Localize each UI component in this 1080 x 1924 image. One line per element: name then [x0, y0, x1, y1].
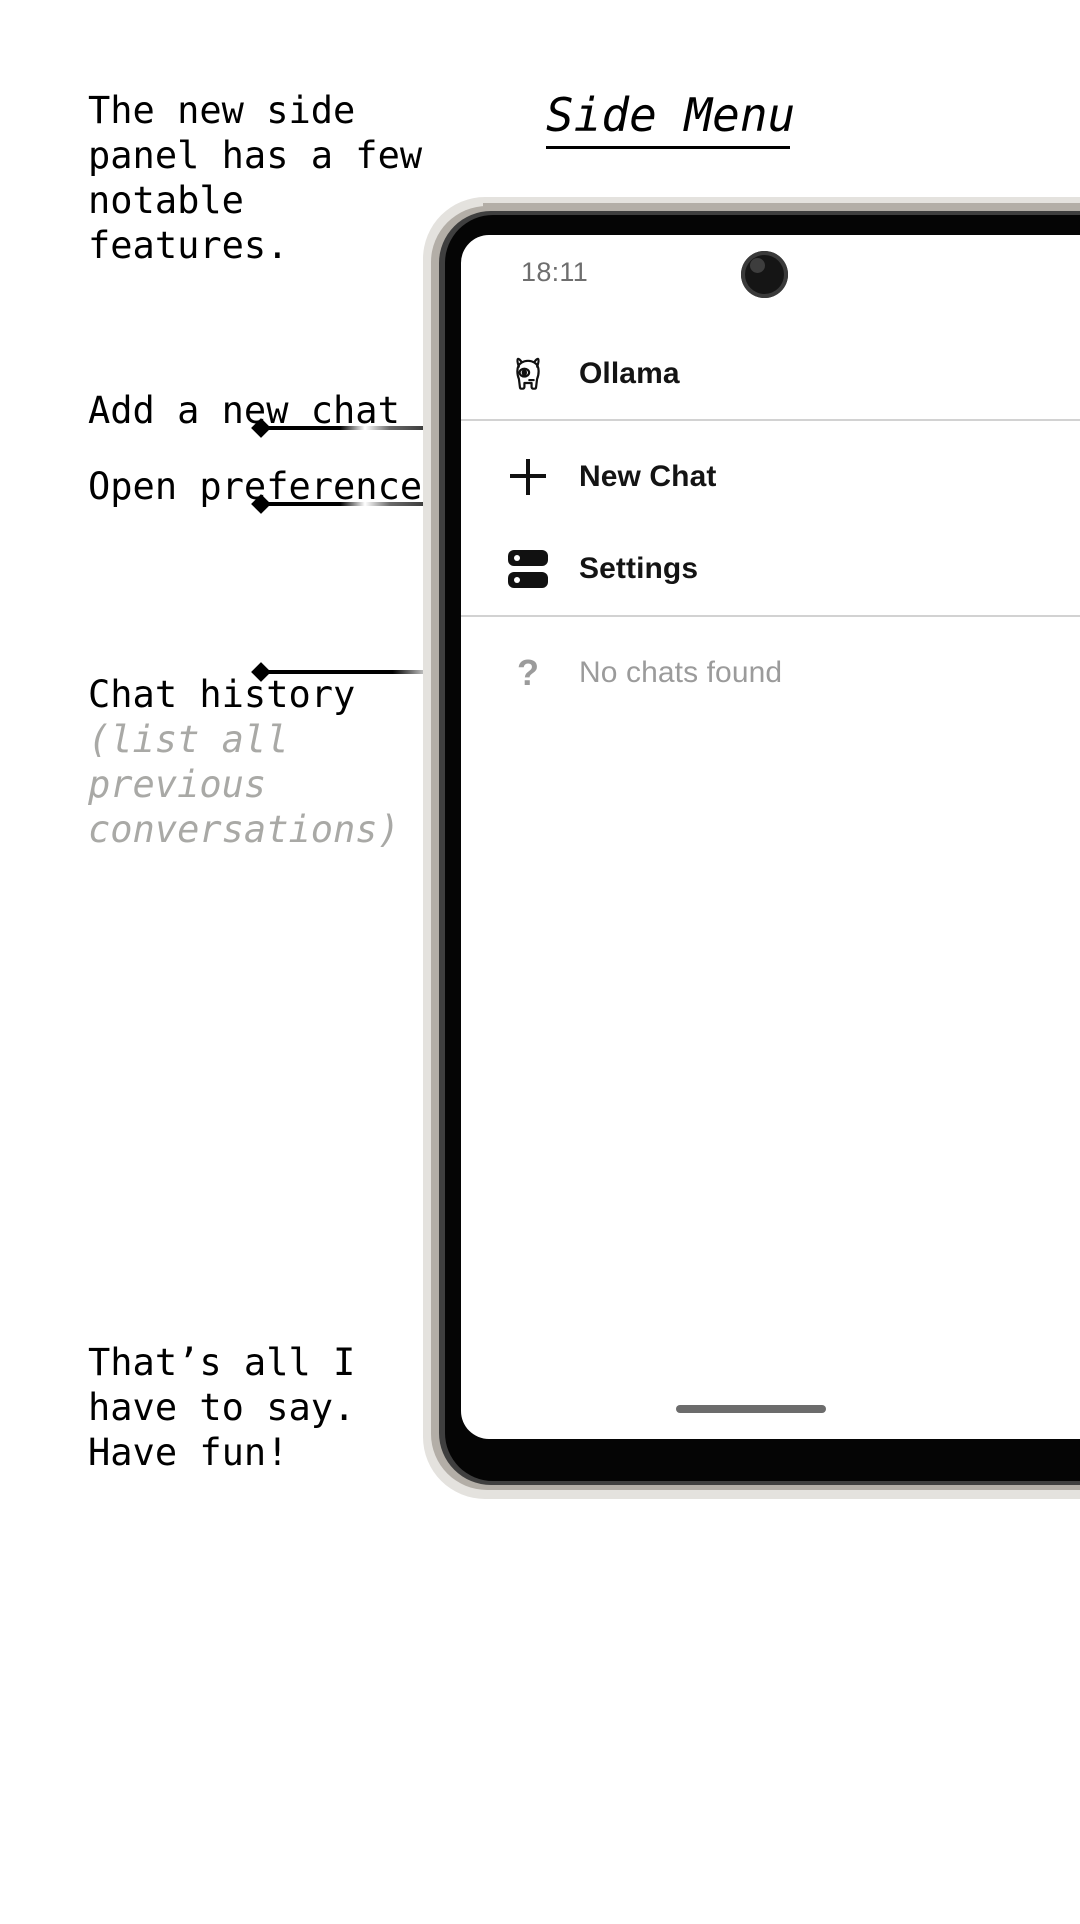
phone-mockup: 18:11 Ollama [423, 197, 1080, 1499]
home-indicator[interactable] [676, 1405, 826, 1413]
pointer-new-chat-line [262, 426, 468, 430]
side-menu-header-label: Ollama [579, 357, 680, 390]
chat-history-empty-label: No chats found [579, 656, 783, 689]
divider-header [461, 419, 1080, 421]
pointer-settings-line [262, 502, 468, 506]
annotation-new-chat: Add a new chat [88, 389, 400, 432]
annotation-preferences: Open preferences [88, 465, 445, 508]
plus-icon [505, 454, 551, 500]
question-mark-icon: ? [517, 652, 539, 693]
divider-menu [461, 615, 1080, 617]
menu-item-settings[interactable]: Settings [461, 523, 1080, 615]
page-title-underline [546, 146, 790, 149]
llama-icon [505, 351, 551, 397]
side-menu-header: Ollama [461, 331, 1080, 417]
chat-history-empty-state: ? No chats found [461, 627, 1080, 719]
page-title: Side Menu [546, 88, 796, 142]
annotation-intro: The new side panel has a few notable fea… [88, 89, 423, 267]
server-icon [505, 546, 551, 592]
phone-screen: 18:11 Ollama [461, 235, 1080, 1439]
menu-item-settings-label: Settings [579, 552, 699, 585]
front-camera-icon [741, 251, 788, 298]
menu-item-new-chat-label: New Chat [579, 460, 717, 493]
annotation-chat-history-note: (list all previous conversations) [88, 718, 400, 851]
status-bar-clock: 18:11 [521, 257, 589, 287]
annotation-outro: That’s all I have to say. Have fun! [88, 1341, 356, 1474]
annotation-chat-history: Chat history [88, 673, 356, 716]
menu-item-new-chat[interactable]: New Chat [461, 431, 1080, 523]
status-bar: 18:11 [461, 235, 1080, 313]
